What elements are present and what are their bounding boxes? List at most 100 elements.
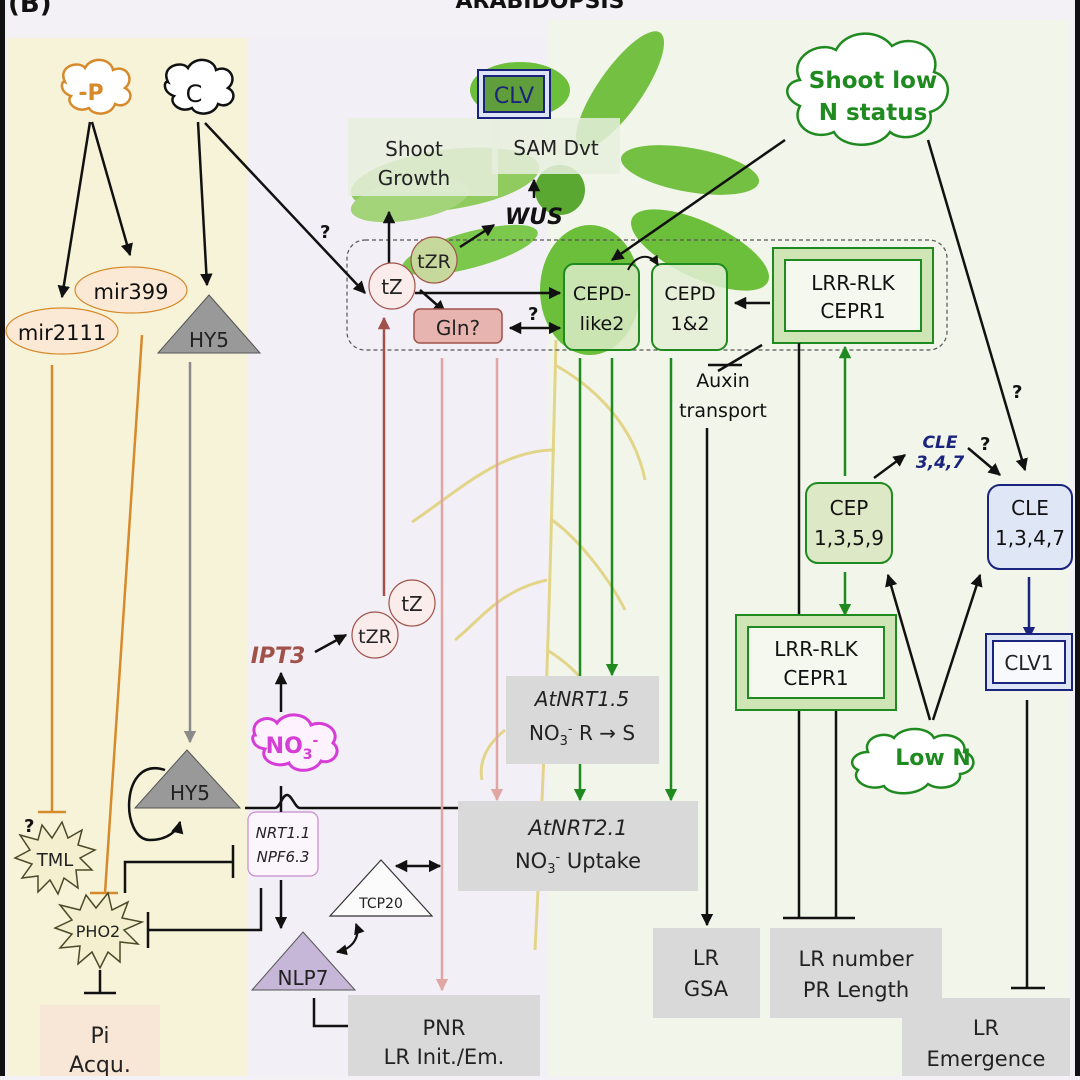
mir399-node: mir399 — [74, 266, 188, 314]
tzr-root-label: tZR — [358, 626, 392, 648]
cepr1-root-line2: CEPR1 — [783, 666, 848, 690]
cle1347-line1: CLE — [1011, 496, 1049, 520]
cepd-like2-line1: CEPD- — [573, 283, 631, 305]
arrow-tzr-to-wus — [459, 223, 496, 249]
atnrt21-sup: - — [556, 850, 561, 865]
arrow-p-to-mir399 — [90, 121, 133, 257]
ipt3-label: IPT3 — [251, 644, 306, 669]
nitrate-cloud: NO3- — [251, 713, 339, 772]
pnr-line2: LR Init./Em. — [384, 1045, 505, 1069]
question-c-tz: ? — [320, 222, 330, 243]
tzr-shoot-label: tZR — [417, 251, 451, 273]
left-border — [0, 0, 5, 1076]
pho2-inhibits-nrt11 — [123, 860, 233, 893]
cepr1-shoot-receptor: LRR-RLK CEPR1 — [772, 247, 934, 344]
cepr1-root-line1: LRR-RLK — [774, 637, 858, 661]
lr-number-line2: PR Length — [803, 978, 909, 1002]
atnrt15-line1: AtNRT1.5 — [533, 687, 629, 711]
shoot-low-n-line1: Shoot low — [809, 68, 937, 94]
arrow-p-to-mir2111 — [57, 121, 92, 299]
minus-p-cloud: -P — [60, 58, 132, 115]
atnrt21-suffix: Uptake — [560, 849, 641, 873]
arrow-cepdl2-to-cepd12 — [627, 254, 659, 271]
cepd-like2-node: CEPD- like2 — [563, 263, 640, 351]
atnrt21-box: AtNRT2.1 NO3- Uptake — [458, 801, 698, 891]
panel-label: (B) — [8, 0, 52, 19]
question-shoot-cle: ? — [1012, 382, 1022, 403]
cepr1-root-receptor: LRR-RLK CEPR1 — [735, 614, 897, 711]
atnrt15-no: NO — [529, 721, 560, 745]
pi-acquisition-zone — [40, 1005, 160, 1076]
pnr-box: PNR LR Init./Em. — [348, 995, 540, 1076]
atnrt15-suffix: R → S — [573, 721, 635, 745]
pho2-node: PHO2 — [53, 891, 145, 970]
diagram-title: ARABIDOPSIS — [456, 0, 625, 14]
clv-receptor: CLV — [477, 69, 551, 119]
tz-shoot-label: tZ — [381, 275, 403, 299]
lr-emergence-line2: Emergence — [927, 1047, 1046, 1071]
mir2111-label: mir2111 — [18, 321, 106, 345]
tz-root-label: tZ — [401, 592, 423, 616]
low-n-cloud: Low N — [850, 727, 975, 795]
tz-root-node: tZ — [388, 579, 436, 627]
pi-acquisition-line1: Pi — [91, 1024, 110, 1049]
hy5-root-label: HY5 — [170, 781, 210, 805]
sam-dvt-box — [492, 118, 620, 174]
nrt11-transceptor: NRT1.1 NPF6.3 — [247, 811, 319, 877]
arrow-low-n-to-cep — [885, 573, 932, 721]
atnrt21-no: NO — [515, 849, 547, 873]
cep-peptides-node: CEP 1,3,5,9 — [805, 482, 893, 564]
pi-acquisition-line2: Acqu. — [69, 1053, 131, 1076]
arrow-c-to-tz — [204, 122, 366, 294]
cepr1-shoot-line1: LRR-RLK — [811, 271, 895, 295]
arrow-ipt3-to-tzr — [314, 633, 348, 654]
atnrt15-line2: NO3- R → S — [529, 721, 635, 749]
gln-node: Gln? — [413, 308, 503, 344]
carbon-cloud: C — [163, 58, 235, 115]
tzr-shoot-node: tZR — [410, 236, 458, 284]
shoot-low-n-line2: N status — [819, 100, 928, 126]
nlp7-label: NLP7 — [278, 966, 329, 990]
tml-label: TML — [36, 850, 74, 871]
auxin-transport-line1: Auxin — [696, 370, 750, 392]
atnrt21-line2: NO3- Uptake — [515, 849, 641, 877]
clv1-receptor: CLV1 — [985, 633, 1073, 691]
no3-subscript: 3 — [303, 747, 313, 763]
inhibit-mir399-to-pho2 — [103, 334, 144, 894]
cepr1-shoot-line2: CEPR1 — [820, 299, 885, 323]
pho2-label: PHO2 — [76, 922, 120, 941]
tcp20-label: TCP20 — [358, 896, 403, 912]
atnrt15-sup: - — [568, 722, 573, 737]
lr-gsa-line2: GSA — [684, 977, 729, 1001]
cepd12-node: CEPD 1&2 — [651, 263, 728, 351]
no3-superscript: - — [313, 733, 319, 749]
gln-label: Gln? — [436, 316, 480, 340]
hy5-to-nrt21-arrow — [245, 793, 492, 815]
lr-emergence-line1: LR — [973, 1016, 999, 1040]
cepd12-line1: CEPD — [664, 283, 715, 305]
lr-number-line1: LR number — [799, 947, 914, 971]
hy5-root-node: HY5 — [133, 749, 242, 809]
mir399-label: mir399 — [93, 280, 168, 304]
right-border — [1075, 0, 1080, 1076]
lr-gsa-box: LR GSA — [653, 928, 760, 1018]
arrow-low-n-to-cle — [931, 573, 983, 721]
lr-gsa-line1: LR — [693, 946, 719, 970]
question-tml: ? — [24, 816, 34, 837]
arrow-nlp7-tcp20-bidirectional — [335, 922, 365, 956]
cepd12-line2: 1&2 — [671, 313, 710, 335]
atnrt15-sub: 3 — [560, 734, 568, 749]
cep-line1: CEP — [830, 496, 869, 520]
atnrt21-sub: 3 — [547, 862, 555, 877]
nrt11-line1: NRT1.1 — [256, 824, 311, 842]
inhibit-cepd12-to-auxin — [717, 343, 763, 373]
no3-label: NO3- — [266, 733, 319, 763]
cle347-line2: 3,4,7 — [916, 453, 965, 473]
cep-line2: 1,3,5,9 — [814, 526, 884, 550]
atnrt21-line1: AtNRT2.1 — [526, 816, 627, 840]
arrow-cep-to-cle347 — [873, 453, 907, 480]
nlp7-node: NLP7 — [250, 931, 357, 991]
tz-shoot-node: tZ — [368, 262, 416, 310]
